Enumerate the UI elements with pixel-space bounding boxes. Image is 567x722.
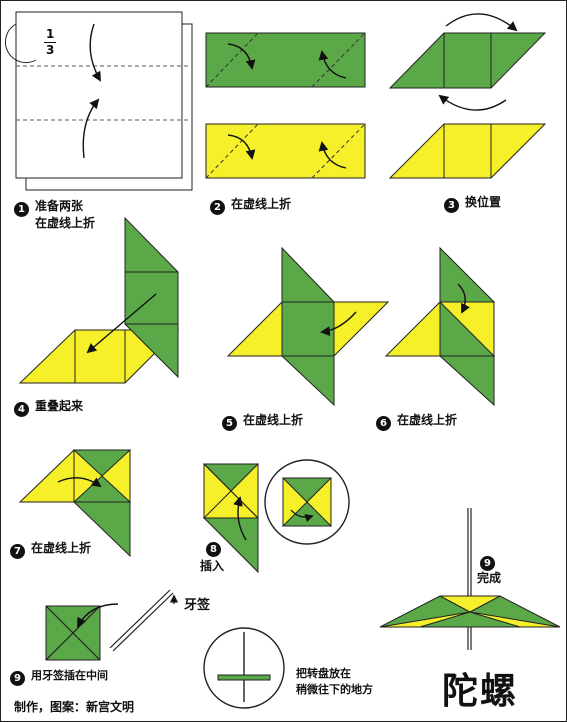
- step1-text-line1: 准备两张: [35, 199, 84, 213]
- step1-label: 1 准备两张: [14, 198, 83, 217]
- note-line2: 稍微往下的地方: [296, 683, 373, 696]
- step8-detail-circle: [264, 459, 350, 545]
- step7-shape: [18, 449, 132, 558]
- step1-fold-arrow-bottom: [82, 98, 100, 159]
- step2-label: 2 在虚线上折: [210, 196, 291, 215]
- step5-text: 在虚线上折: [243, 413, 304, 427]
- step9-text: 用牙签插在中间: [31, 669, 108, 682]
- step3-arrow-bottom: [438, 94, 507, 111]
- step7-arrow: [57, 477, 102, 488]
- step9-finish-text: 完成: [477, 571, 502, 585]
- step6-text: 在虚线上折: [397, 413, 458, 427]
- finished-top: [379, 508, 561, 650]
- step3-yellow-parallelogram: [388, 123, 547, 179]
- step8-label: 8: [206, 538, 227, 557]
- step1-number: 1: [14, 202, 29, 217]
- step9-label: 9 用牙签插在中间: [10, 668, 108, 686]
- step1-fold-arrow-top: [89, 23, 101, 82]
- step6-label: 6 在虚线上折: [376, 412, 457, 431]
- spindle-position-circle: [203, 627, 285, 709]
- step4-arrow: [86, 293, 157, 354]
- fraction-denominator: 3: [46, 43, 55, 57]
- step2-number: 2: [210, 200, 225, 215]
- step1-paper-front: [4, 11, 190, 179]
- step8-text: 插入: [200, 559, 225, 573]
- note-line1: 把转盘放在: [296, 667, 351, 680]
- step5-pinwheel: [226, 246, 390, 407]
- step7-label: 7 在虚线上折: [10, 540, 91, 559]
- step2-yellow-strip: [205, 123, 366, 179]
- step8-shape: [202, 463, 260, 574]
- step5-number: 5: [222, 416, 237, 431]
- step4-text: 重叠起来: [35, 399, 84, 413]
- step2-text: 在虚线上折: [231, 197, 292, 211]
- toothpick: [109, 589, 174, 652]
- step6-arrow: [457, 283, 470, 314]
- step9-finish-number: 9: [480, 556, 495, 571]
- page-title: 陀螺: [442, 671, 519, 712]
- step8-number: 8: [206, 542, 221, 557]
- step3-text: 换位置: [465, 195, 502, 209]
- step7-text: 在虚线上折: [31, 541, 92, 555]
- step2-yellow-arrow-left: [227, 134, 256, 160]
- step8-arrow: [233, 496, 247, 541]
- step2-green-arrow-right: [318, 50, 347, 79]
- step4-number: 4: [14, 402, 29, 417]
- credit-text: 制作，图案：新宫文明: [14, 700, 135, 714]
- step9-top-square: [45, 605, 101, 661]
- step3-label: 3 换位置: [444, 194, 501, 213]
- step3-arrow-top: [445, 13, 518, 32]
- fraction-bar: [44, 42, 56, 43]
- step2-yellow-arrow-right: [318, 141, 347, 169]
- step1-text-line2: 在虚线上折: [35, 216, 96, 230]
- step4-label: 4 重叠起来: [14, 398, 83, 417]
- step7-number: 7: [10, 544, 25, 559]
- step2-green-arrow-left: [227, 43, 256, 70]
- step9-number: 9: [10, 671, 25, 686]
- step2-green-strip: [205, 32, 366, 88]
- step5-label: 5 在虚线上折: [222, 412, 303, 431]
- fraction-numerator: 1: [46, 27, 55, 41]
- step5-arrow: [320, 311, 357, 337]
- step6-number: 6: [376, 416, 391, 431]
- step6-pinwheel: [384, 246, 496, 407]
- step3-number: 3: [444, 198, 459, 213]
- step3-green-parallelogram: [388, 32, 547, 89]
- step9-finish-label: 9: [480, 552, 501, 571]
- toothpick-label: 牙签: [184, 598, 211, 613]
- step9-arrow: [77, 603, 119, 628]
